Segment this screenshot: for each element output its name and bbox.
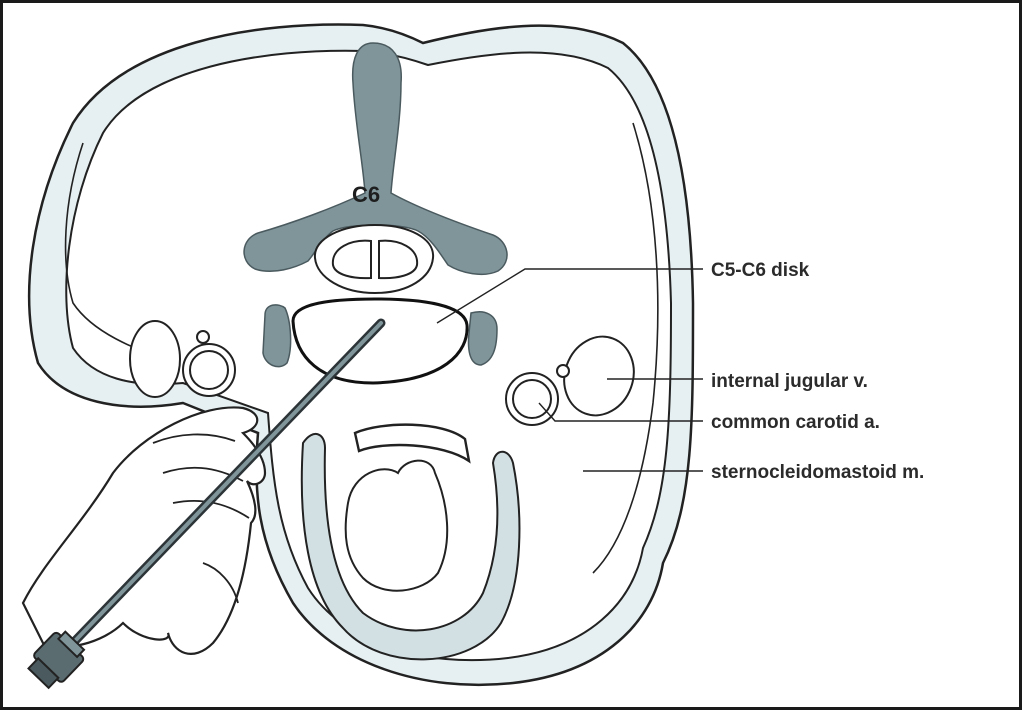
left-jugular-vein [129, 320, 181, 398]
right-uncinate-process [467, 311, 498, 366]
cervical-cross-section-diagram: C6 C5-C6 disk internal jugular v. common… [21, 23, 924, 690]
needle-shaft-highlight [71, 321, 383, 645]
label-disk: C5-C6 disk [711, 260, 810, 281]
leader-disk [436, 268, 703, 324]
fascia-line-right [592, 122, 659, 574]
hand [21, 406, 267, 655]
hand-finger-lines [152, 433, 250, 604]
right-carotid-artery-inner [512, 379, 552, 419]
left-carotid-artery-inner [189, 350, 229, 390]
label-carotid: common carotid a. [711, 412, 880, 433]
thyroid-cartilage-arc [353, 423, 471, 464]
left-vagus-nerve [196, 330, 210, 344]
needle-hub [27, 630, 86, 690]
left-uncinate-process [262, 304, 292, 368]
label-jugular: internal jugular v. [711, 371, 868, 392]
right-jugular-vein [563, 335, 635, 417]
right-vagus-nerve [556, 364, 570, 378]
label-scm: sternocleidomastoid m. [711, 462, 924, 483]
spinal-cord [331, 239, 419, 280]
airway [344, 459, 449, 592]
leader-carotid [538, 402, 703, 422]
vertebra-label: C6 [352, 182, 380, 207]
strap-muscles [300, 433, 521, 661]
